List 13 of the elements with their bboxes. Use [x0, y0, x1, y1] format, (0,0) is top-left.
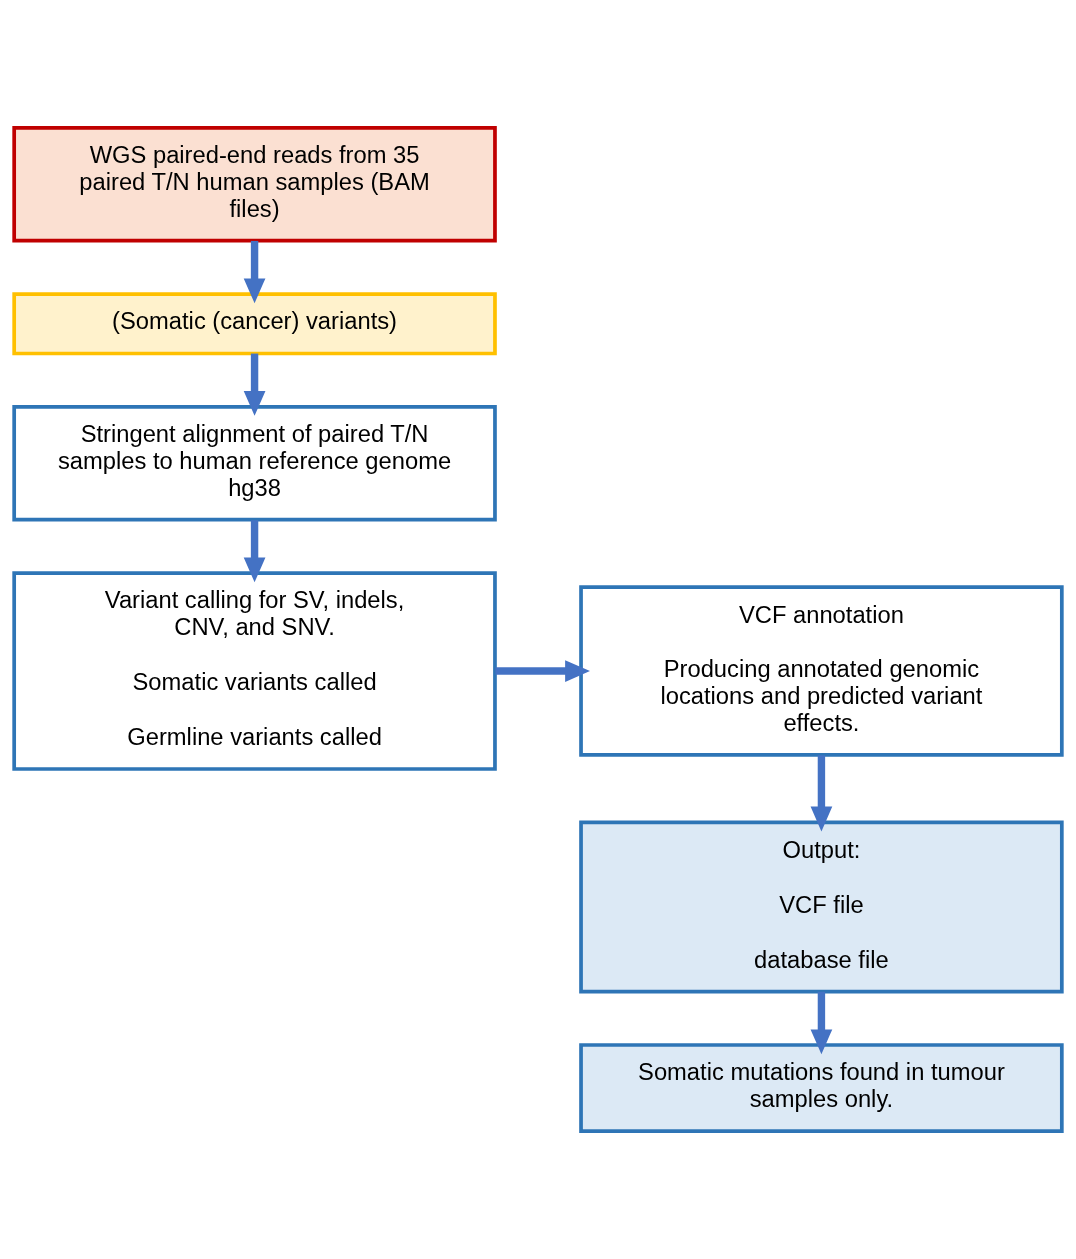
- node-box: VCF annotation Producing annotated genomic locations and predicted variant effects.: [579, 585, 1064, 757]
- node-box: (Somatic (cancer) variants): [12, 292, 497, 356]
- arrow: [243, 520, 266, 583]
- arrow: [495, 660, 590, 682]
- node-box: Stringent alignment of paired T/N samples to human reference genome hg38: [12, 405, 497, 522]
- node-box: Somatic mutations found in tumour samples only.: [579, 1043, 1064, 1133]
- node-box: Variant calling for SV, indels, CNV, and SNV. Somatic variants called Germline variants called: [12, 571, 497, 771]
- arrow: [810, 991, 833, 1055]
- node-box: Output: VCF file database file: [579, 820, 1064, 994]
- node-box: WGS paired-end reads from 35 paired T/N human samples (BAM files): [12, 126, 497, 243]
- arrow: [243, 240, 266, 304]
- arrow: [243, 353, 266, 416]
- arrow: [810, 755, 833, 832]
